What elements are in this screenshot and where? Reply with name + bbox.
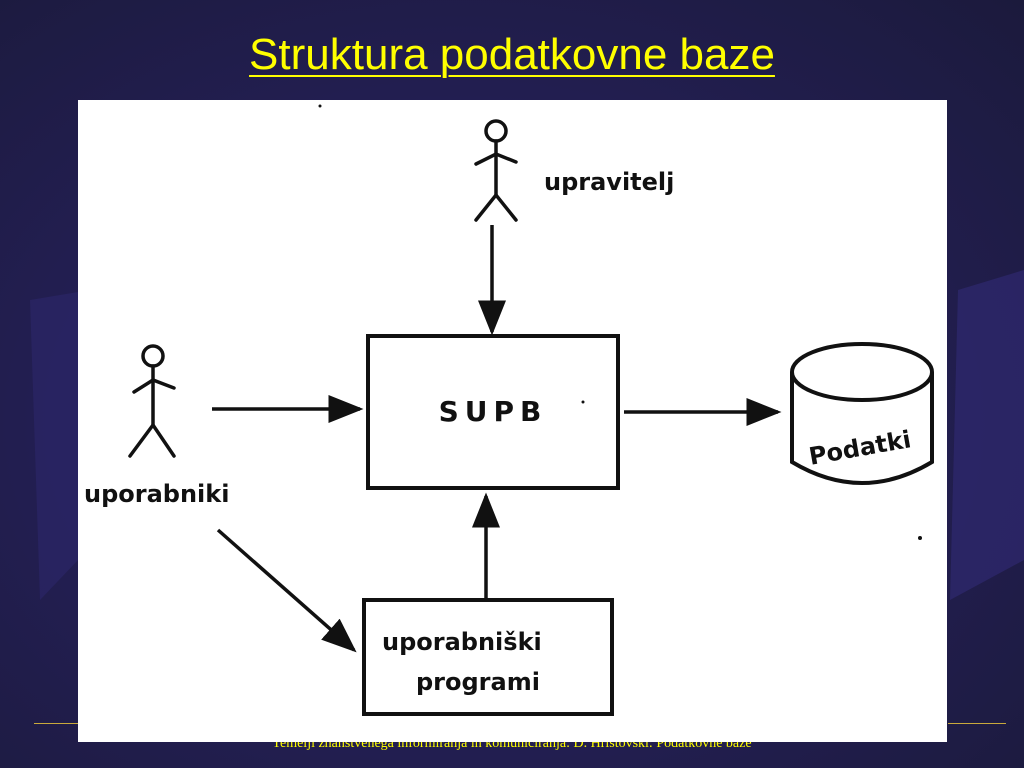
scan-speck bbox=[581, 400, 585, 404]
footer-rule-right bbox=[948, 723, 1006, 724]
users-figure-icon bbox=[128, 344, 176, 458]
slide-title: Struktura podatkovne baze bbox=[249, 30, 775, 79]
users-label: uporabniki bbox=[84, 480, 229, 508]
dbms-structure-diagram: upravitelj uporabniki SUPB Podatki bbox=[84, 104, 934, 716]
programs-label-line2: programi bbox=[416, 668, 540, 696]
database-cylinder-icon bbox=[790, 342, 934, 485]
admin-label: upravitelj bbox=[544, 168, 674, 196]
scan-speck bbox=[918, 536, 922, 540]
footer-rule-left bbox=[34, 723, 78, 724]
diagram-figure: upravitelj uporabniki SUPB Podatki bbox=[78, 100, 947, 742]
programs-label-line1: uporabniški bbox=[382, 628, 542, 656]
arrow-users-to-programs bbox=[216, 528, 357, 653]
scan-speck bbox=[318, 104, 322, 108]
supb-label: SUPB bbox=[439, 395, 548, 428]
supb-box bbox=[366, 334, 620, 490]
admin-figure-icon bbox=[474, 119, 518, 222]
user-programs-box bbox=[362, 598, 614, 716]
